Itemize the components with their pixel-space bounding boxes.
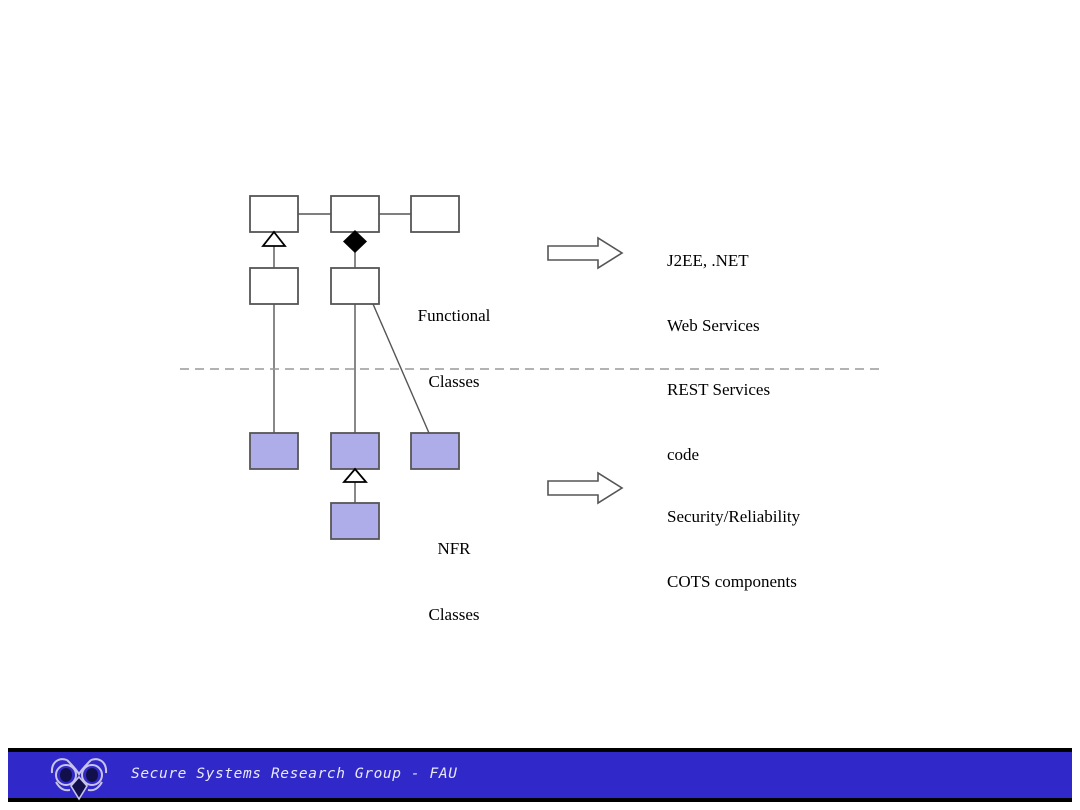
owl-eye-right [86, 768, 98, 782]
functional-label-line2: Classes [428, 372, 480, 391]
functional-label-line1: Functional [417, 306, 491, 325]
annotation-line: code [667, 444, 700, 464]
annotation-line: Security/Reliability [667, 507, 801, 526]
composition-diamond-icon [342, 230, 368, 253]
nfr-label-line1: NFR [437, 539, 471, 558]
generalization-triangle-icon [342, 467, 368, 483]
functional-class-box [330, 195, 380, 233]
annotation-line: COTS components [667, 571, 797, 591]
nfr-label-line2: Classes [428, 605, 480, 624]
lower-annotation-text: Security/Reliability COTS components [667, 463, 800, 635]
annotation-line: J2EE, .NET [667, 251, 749, 270]
nfr-class-box [330, 432, 380, 470]
functional-class-boxes [249, 195, 460, 305]
footer-title: Secure Systems Research Group - FAU [131, 766, 458, 782]
right-arrow-icon [547, 471, 624, 505]
functional-class-box [249, 195, 299, 233]
annotation-line: REST Services [667, 380, 771, 399]
functional-class-box [410, 195, 460, 233]
functional-class-box [330, 267, 380, 305]
nfr-class-box [410, 432, 460, 470]
footer-bar [8, 748, 1072, 802]
functional-class-box [249, 267, 299, 305]
owl-eye-left [60, 768, 72, 782]
upper-annotation-text: J2EE, .NET Web Services REST Services co… [667, 207, 770, 508]
annotation-line: Web Services [667, 315, 760, 335]
nfr-class-box [330, 502, 380, 540]
functional-classes-label: Functional Classes [398, 261, 510, 437]
link-midmiddle-nfrright [372, 303, 430, 434]
nfr-class-box [249, 432, 299, 470]
right-arrow-icon [547, 236, 624, 270]
owl-logo [50, 758, 108, 801]
nfr-classes-label: NFR Classes [398, 494, 510, 670]
generalization-triangle-icon [261, 230, 287, 247]
